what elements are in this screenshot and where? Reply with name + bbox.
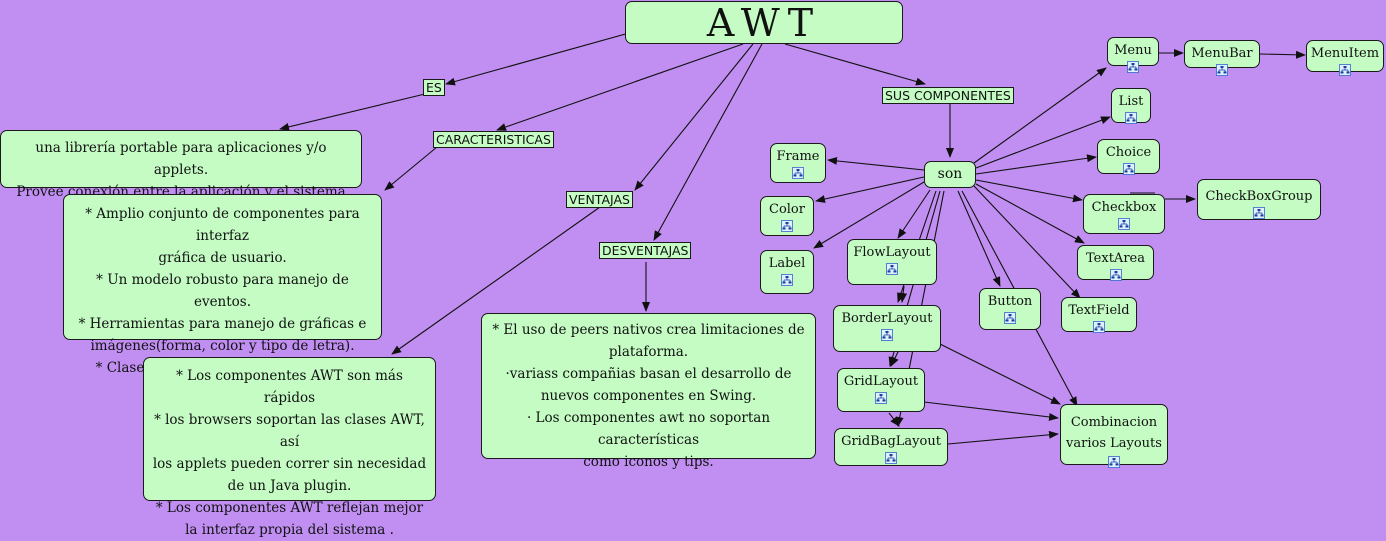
son-label: son (937, 166, 963, 182)
component-choice[interactable]: Choice (1097, 139, 1160, 175)
component-flowlayout[interactable]: FlowLayout (847, 239, 937, 285)
component-textarea[interactable]: TextArea (1077, 245, 1154, 281)
component-gridbaglayout[interactable]: GridBagLayout (834, 428, 948, 466)
concept-map-icon[interactable] (1127, 61, 1139, 73)
concept-map-icon[interactable] (1253, 207, 1265, 219)
concept-map-icon[interactable] (1339, 64, 1351, 76)
ventajas-node[interactable]: * Los componentes AWT son más rápidos * … (143, 357, 436, 538)
component-checkbox[interactable]: Checkbox (1083, 194, 1165, 234)
component-label: Choice (1105, 145, 1152, 160)
component-textfield[interactable]: TextField (1061, 297, 1137, 333)
concept-map-icon[interactable] (1108, 456, 1120, 468)
root-title: AWT (706, 1, 822, 45)
concept-map-icon[interactable] (1093, 321, 1105, 333)
concept-map-icon[interactable] (1125, 112, 1137, 124)
component-label: Menu (1114, 43, 1152, 58)
concept-map-icon[interactable] (781, 274, 793, 286)
son-node[interactable]: son (924, 161, 976, 188)
component-label: FlowLayout (853, 245, 931, 260)
link-label-desventajas: DESVENTAJAS (599, 242, 692, 259)
root-node-awt[interactable]: AWT (625, 1, 903, 44)
link-label-caracteristicas: CARACTERISTICAS (433, 131, 554, 148)
component-label: GridBagLayout (841, 434, 941, 449)
link-label-es: ES (423, 79, 445, 96)
concept-map-icon[interactable] (885, 452, 897, 464)
component-label: TextArea (1086, 251, 1145, 266)
combinacion-label: Combinacion varios Layouts (1066, 415, 1162, 451)
component-label: Button (987, 294, 1033, 309)
component-button[interactable]: Button (979, 288, 1041, 330)
concept-map-icon[interactable] (1216, 64, 1228, 76)
component-label: Checkbox (1091, 200, 1157, 215)
connection-lines (279, 29, 1306, 445)
link-label-ventajas: VENTAJAS (566, 191, 633, 208)
concept-map-icon[interactable] (886, 263, 898, 275)
concept-map-icon[interactable] (1118, 218, 1130, 230)
component-menuitem[interactable]: MenuItem (1306, 40, 1384, 76)
desventajas-node[interactable]: * El uso de peers nativos crea limitacio… (481, 313, 816, 470)
combinacion-layouts-node[interactable]: Combinacion varios Layouts (1060, 404, 1168, 468)
component-borderlayout[interactable]: BorderLayout (833, 305, 941, 352)
component-checkboxgroup[interactable]: CheckBoxGroup (1197, 179, 1321, 220)
component-label: BorderLayout (841, 311, 933, 326)
component-color[interactable]: Color (760, 196, 814, 236)
component-label: Label (768, 256, 806, 271)
concept-map-icon[interactable] (1004, 312, 1016, 324)
component-list[interactable]: List (1111, 88, 1151, 124)
component-menubar[interactable]: MenuBar (1184, 40, 1260, 76)
component-label: MenuItem (1310, 46, 1380, 61)
link-label-componentes: SUS COMPONENTES (882, 87, 1014, 104)
component-label: List (1118, 94, 1144, 109)
concept-map-icon[interactable] (1109, 269, 1122, 281)
component-label: Frame (776, 149, 820, 164)
component-label: CheckBoxGroup (1205, 189, 1313, 204)
es-description-node[interactable]: una librería portable para aplicaciones … (0, 130, 362, 222)
concept-map-icon[interactable] (1122, 163, 1135, 175)
component-label[interactable]: Label (760, 250, 814, 294)
caracteristicas-node[interactable]: * Amplio conjunto de componentes para in… (63, 194, 382, 376)
concept-map-icon[interactable] (792, 167, 804, 179)
component-label: MenuBar (1191, 46, 1253, 61)
concept-map-icon[interactable] (881, 329, 893, 341)
component-frame[interactable]: Frame (770, 143, 826, 183)
component-label: TextField (1068, 303, 1130, 318)
component-gridlayout[interactable]: GridLayout (837, 368, 925, 412)
component-label: Color (769, 202, 805, 217)
concept-map-icon[interactable] (875, 392, 887, 404)
component-label: GridLayout (843, 374, 919, 389)
concept-map-icon[interactable] (781, 220, 793, 232)
component-menu[interactable]: Menu (1107, 37, 1159, 73)
